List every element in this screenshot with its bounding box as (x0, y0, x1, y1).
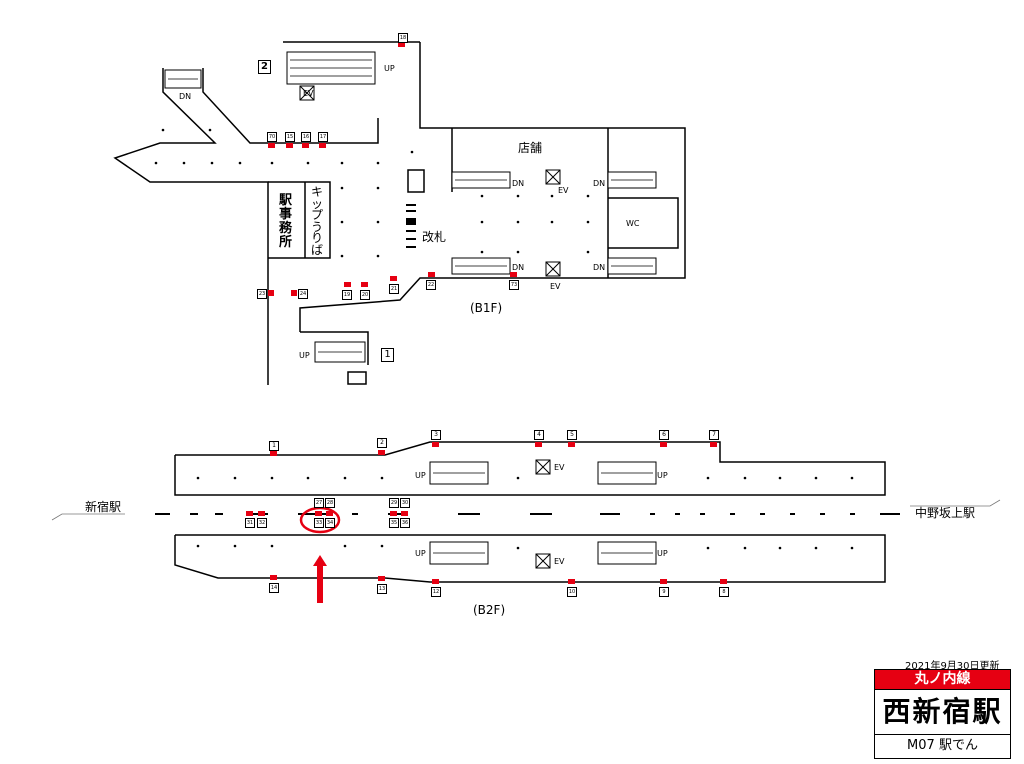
b2-exit-9: 9 (659, 587, 669, 597)
ticket-gate (406, 204, 416, 248)
direction-marks (51, 499, 1001, 521)
svg-text:UP: UP (415, 549, 426, 558)
b2-escalators (429, 461, 657, 565)
b2-exit-1: 1 (269, 441, 279, 451)
b2-exit-10: 10 (567, 587, 577, 597)
b1-exit-17: 17 (318, 132, 328, 142)
highlight-arrow (313, 555, 327, 603)
b2-exit-marks (246, 442, 727, 584)
b1-exit-70: 70 (267, 132, 277, 142)
b1-exit-20: 20 (360, 290, 370, 300)
b2-labels: UP UP UP UP EV EV 新宿駅 中野坂上駅 (B2F) (85, 463, 975, 617)
svg-text:EV: EV (554, 463, 565, 472)
svg-text:UP: UP (415, 471, 426, 480)
b2-floor (174, 441, 886, 583)
b1-elevators (299, 85, 561, 277)
svg-text:EV: EV (554, 557, 565, 566)
ticket-office-label: キップうりば (311, 185, 324, 257)
b1-exit-19: 19 (342, 290, 352, 300)
station-name: 西新宿駅 (875, 690, 1010, 735)
b2-platform-30: 30 (400, 498, 410, 508)
svg-text:EV: EV (558, 186, 569, 195)
b2-platform-33: 33 (314, 518, 324, 528)
b2-elevators (535, 459, 551, 569)
b2-exit-13: 13 (377, 584, 387, 594)
station-card: 丸ノ内線 西新宿駅 M07 駅でん (874, 669, 1011, 759)
b1-exit-22: 22 (426, 280, 436, 290)
b2-platform-29: 29 (389, 498, 399, 508)
station-code: M07 駅でん (907, 738, 978, 753)
b2-exit-5: 5 (567, 430, 577, 440)
b2-exit-7: 7 (709, 430, 719, 440)
b1-floor (113, 41, 686, 385)
b2-exit-2: 2 (377, 438, 387, 448)
b2-exit-4: 4 (534, 430, 544, 440)
b2-exit-3: 3 (431, 430, 441, 440)
b2-pillars (196, 476, 854, 550)
svg-text:(B1F): (B1F) (470, 301, 502, 315)
svg-text:新宿駅: 新宿駅 (85, 499, 121, 514)
b1-exit-marks (268, 42, 517, 296)
b1-exit-15: 15 (285, 132, 295, 142)
b2-exit-6: 6 (659, 430, 669, 440)
svg-text:UP: UP (657, 549, 668, 558)
b2-exit-8: 8 (719, 587, 729, 597)
svg-text:中野坂上駅: 中野坂上駅 (915, 505, 975, 520)
svg-text:DN: DN (593, 179, 605, 188)
svg-text:DN: DN (593, 263, 605, 272)
svg-text:DN: DN (512, 263, 524, 272)
b2-platform-31: 31 (245, 518, 255, 528)
b2-platform-35: 35 (389, 518, 399, 528)
svg-text:EV: EV (550, 282, 561, 291)
b2-exit-12: 12 (431, 587, 441, 597)
svg-text:(B2F): (B2F) (473, 603, 505, 617)
b1-pillars (154, 128, 590, 258)
svg-text:改札: 改札 (422, 230, 446, 244)
b1-exit-21: 21 (389, 284, 399, 294)
line-name: 丸ノ内線 (875, 670, 1010, 690)
exit-marker-2: 2 (258, 60, 271, 74)
b1-labels: UP EV DN DN DN EV DN DN EV WC UP 店舗 改札 (… (179, 64, 640, 360)
b2-platform-34: 34 (325, 518, 335, 528)
b1-exit-16: 16 (301, 132, 311, 142)
b1-exit-73: 73 (509, 280, 519, 290)
b2-platform-27: 27 (314, 498, 324, 508)
b1-exit-23: 23 (257, 289, 267, 299)
b1-exit-18: 18 (398, 33, 408, 43)
b1-escalators (164, 51, 657, 363)
station-office-label: 駅事務所 (279, 193, 293, 250)
exit-marker-1: 1 (381, 348, 394, 362)
svg-text:店舗: 店舗 (518, 141, 542, 155)
svg-text:WC: WC (626, 219, 640, 228)
updated-date: 2021年9月30日更新 (905, 661, 1000, 672)
svg-text:UP: UP (384, 64, 395, 73)
b1-exit-24: 24 (298, 289, 308, 299)
b2-exit-14: 14 (269, 583, 279, 593)
b2-platform-36: 36 (400, 518, 410, 528)
highlight-circle (299, 506, 341, 534)
b2-platform-28: 28 (325, 498, 335, 508)
b2-platform-32: 32 (257, 518, 267, 528)
svg-text:UP: UP (299, 351, 310, 360)
svg-text:UP: UP (657, 471, 668, 480)
svg-text:DN: DN (179, 92, 191, 101)
svg-text:EV: EV (303, 89, 314, 98)
svg-text:DN: DN (512, 179, 524, 188)
